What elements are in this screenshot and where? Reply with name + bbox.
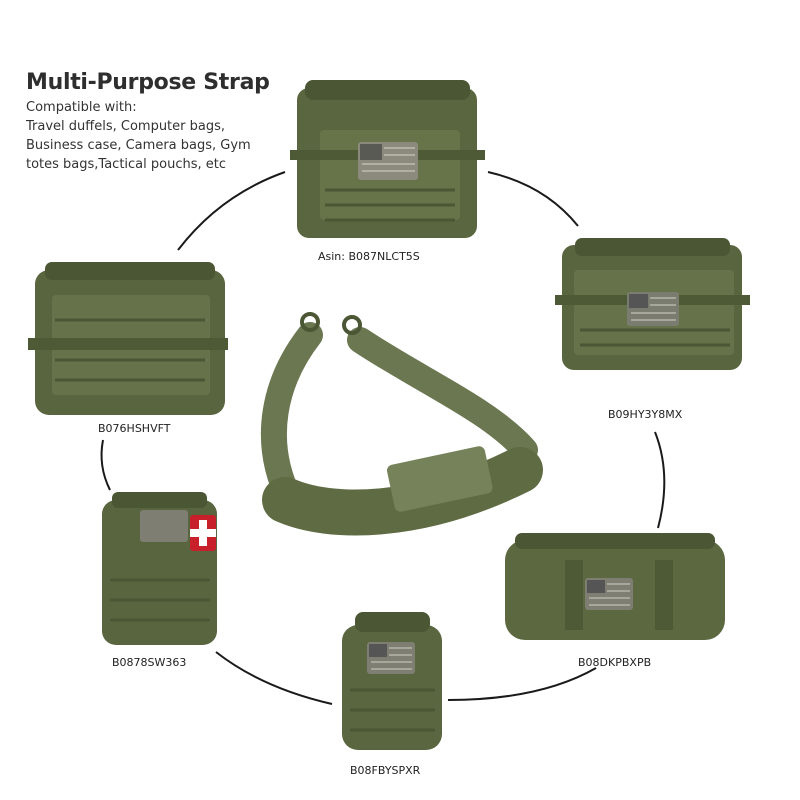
- asin-label-left: B076HSHVFT: [98, 422, 171, 435]
- pouch-duffel: [505, 533, 725, 640]
- asin-label-right: B09HY3Y8MX: [608, 408, 683, 421]
- shoulder-strap: [260, 312, 543, 536]
- compatible-line-2: Business case, Camera bags, Gym: [26, 138, 251, 153]
- page-title: Multi-Purpose Strap: [26, 70, 270, 95]
- asin-label-bottom-right: B08DKPBXPB: [578, 656, 652, 669]
- pouch-right: [555, 238, 750, 370]
- connector-arcs: [100, 171, 666, 705]
- flag-patch-icon: [358, 142, 418, 180]
- pouch-top: [290, 80, 485, 238]
- pouch-bottom: [342, 612, 442, 750]
- compatible-line-1: Travel duffels, Computer bags,: [26, 119, 226, 134]
- flag-patch-icon: [627, 292, 679, 326]
- asin-label-bottom-left: B0878SW363: [112, 656, 187, 669]
- asin-label-top: Asin: B087NLCT5S: [318, 250, 420, 263]
- pouch-left: [28, 262, 228, 415]
- flag-patch-icon: [367, 642, 415, 674]
- compatible-line-3: totes bags,Tactical pouchs, etc: [26, 157, 227, 172]
- asin-label-bottom: B08FBYSPXR: [350, 764, 421, 777]
- flag-patch-icon: [585, 578, 633, 610]
- pouch-medic: [102, 492, 217, 645]
- compatible-label: Compatible with:: [26, 100, 137, 115]
